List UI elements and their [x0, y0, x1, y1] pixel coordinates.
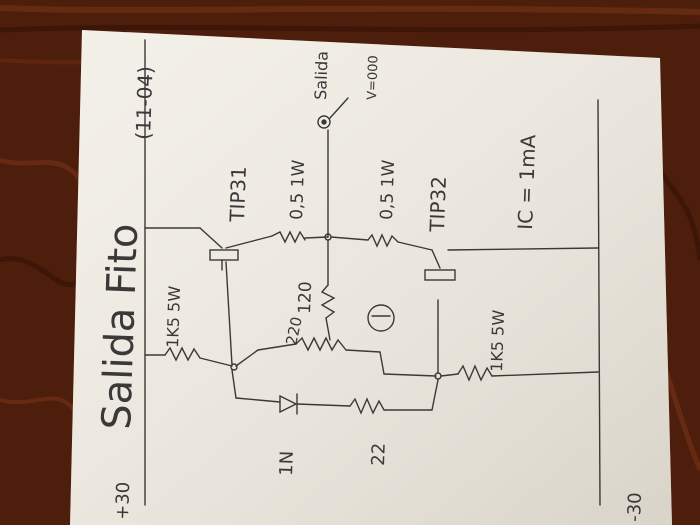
r120-label: 120 — [295, 281, 316, 314]
q2-label: TIP32 — [425, 176, 451, 233]
vout-label: V=000 — [365, 55, 382, 100]
r-right-label: 1K5 5W — [487, 309, 508, 372]
handwritten-labels: Salida Fito (11-04) +30 -30 TIP31 TIP32 … — [94, 51, 646, 522]
date-label: (11-04) — [131, 66, 158, 141]
diode-label: 1N — [276, 451, 298, 477]
output-label: Salida — [311, 51, 332, 100]
r-top-label: 0,5 1W — [287, 159, 309, 220]
r22-label: 22 — [368, 443, 390, 467]
r-bottom-label: 0,5 1W — [377, 159, 399, 220]
pot-label: 220 — [282, 315, 306, 347]
plus-rail-label: +30 — [112, 481, 134, 520]
paper-shade — [70, 30, 672, 525]
ic-label: IC = 1mA — [513, 134, 540, 230]
q1-label: TIP31 — [225, 166, 251, 223]
title-label: Salida Fito — [94, 223, 147, 431]
r-left-label: 1K5 5W — [163, 285, 184, 348]
minus-rail-label: -30 — [624, 492, 646, 522]
schematic-wires — [144, 39, 601, 506]
